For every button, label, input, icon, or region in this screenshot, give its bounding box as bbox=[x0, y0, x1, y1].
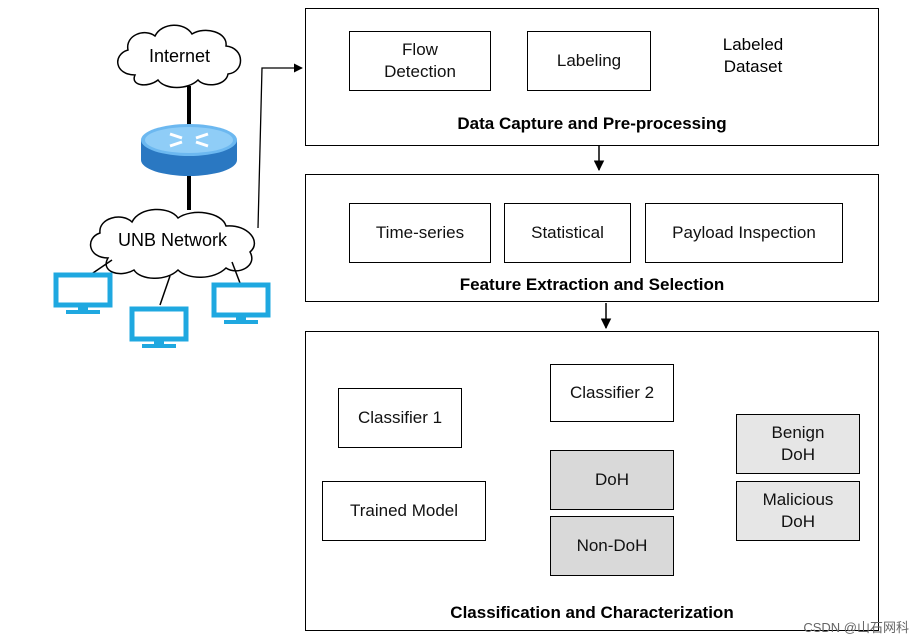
router-icon bbox=[141, 124, 237, 176]
payload-inspection-box: Payload Inspection bbox=[645, 203, 843, 263]
feature-extraction-title: Feature Extraction and Selection bbox=[459, 275, 725, 294]
time-series-box: Time-series bbox=[349, 203, 491, 263]
monitor-icon bbox=[211, 282, 271, 324]
internet-cloud-icon bbox=[117, 24, 242, 89]
benign-doh-box: Benign DoH bbox=[736, 414, 860, 474]
monitor-icon bbox=[53, 272, 113, 314]
unb-network-label: UNB Network bbox=[118, 230, 228, 250]
network-pc3-link bbox=[231, 261, 241, 284]
doh-box: DoH bbox=[550, 450, 674, 510]
unb-network-cloud-icon bbox=[89, 208, 256, 279]
classifier2-box: Classifier 2 bbox=[550, 364, 674, 422]
classification-title: Classification and Characterization bbox=[450, 603, 734, 622]
non-doh-box: Non-DoH bbox=[550, 516, 674, 576]
monitor-icon bbox=[129, 306, 189, 348]
labeling-box: Labeling bbox=[527, 31, 651, 91]
labeled-dataset-label: Labeled Dataset bbox=[722, 35, 784, 77]
malicious-doh-box: Malicious DoH bbox=[736, 481, 860, 541]
network-to-capture-arrow bbox=[257, 63, 303, 229]
internet-label: Internet bbox=[149, 46, 211, 66]
statistical-box: Statistical bbox=[504, 203, 631, 263]
network-pc2-link bbox=[159, 275, 171, 306]
flow-detection-box: Flow Detection bbox=[349, 31, 491, 91]
data-capture-title: Data Capture and Pre-processing bbox=[457, 114, 727, 133]
classifier1-box: Classifier 1 bbox=[338, 388, 462, 448]
watermark: CSDN @山石网科 bbox=[803, 620, 909, 635]
trained-model-box: Trained Model bbox=[322, 481, 486, 541]
